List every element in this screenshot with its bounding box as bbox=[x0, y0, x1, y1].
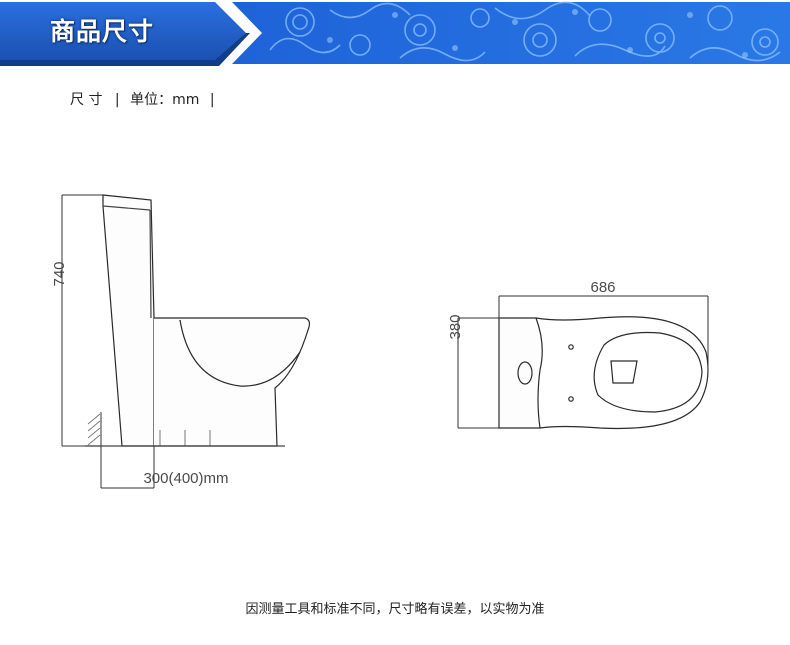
top-width-label: 686 bbox=[590, 279, 615, 296]
top-depth-label: 380 bbox=[447, 314, 464, 339]
dimension-label: 尺 寸 bbox=[70, 92, 103, 108]
separator-left: | bbox=[114, 92, 120, 108]
top-view-toilet bbox=[498, 316, 709, 430]
unit-text: 单位：mm bbox=[130, 92, 200, 108]
ornament-pattern bbox=[269, 1, 781, 62]
side-height-label: 740 bbox=[51, 261, 68, 286]
section-header: 商品尺寸 bbox=[0, 0, 790, 66]
header-banner-graphic bbox=[0, 1, 790, 66]
unit-line: 尺 寸 | 单位：mm | bbox=[70, 89, 215, 109]
measurement-disclaimer: 因测量工具和标准不同，尺寸略有误差，以实物为准 bbox=[245, 602, 545, 617]
side-view-toilet bbox=[85, 194, 311, 447]
top-view-dimension-lines bbox=[457, 295, 709, 429]
separator-right: | bbox=[209, 92, 215, 108]
side-view-dimension-lines bbox=[61, 194, 155, 489]
section-title: 商品尺寸 bbox=[50, 17, 155, 46]
side-depth-label: 300(400)mm bbox=[143, 470, 228, 487]
